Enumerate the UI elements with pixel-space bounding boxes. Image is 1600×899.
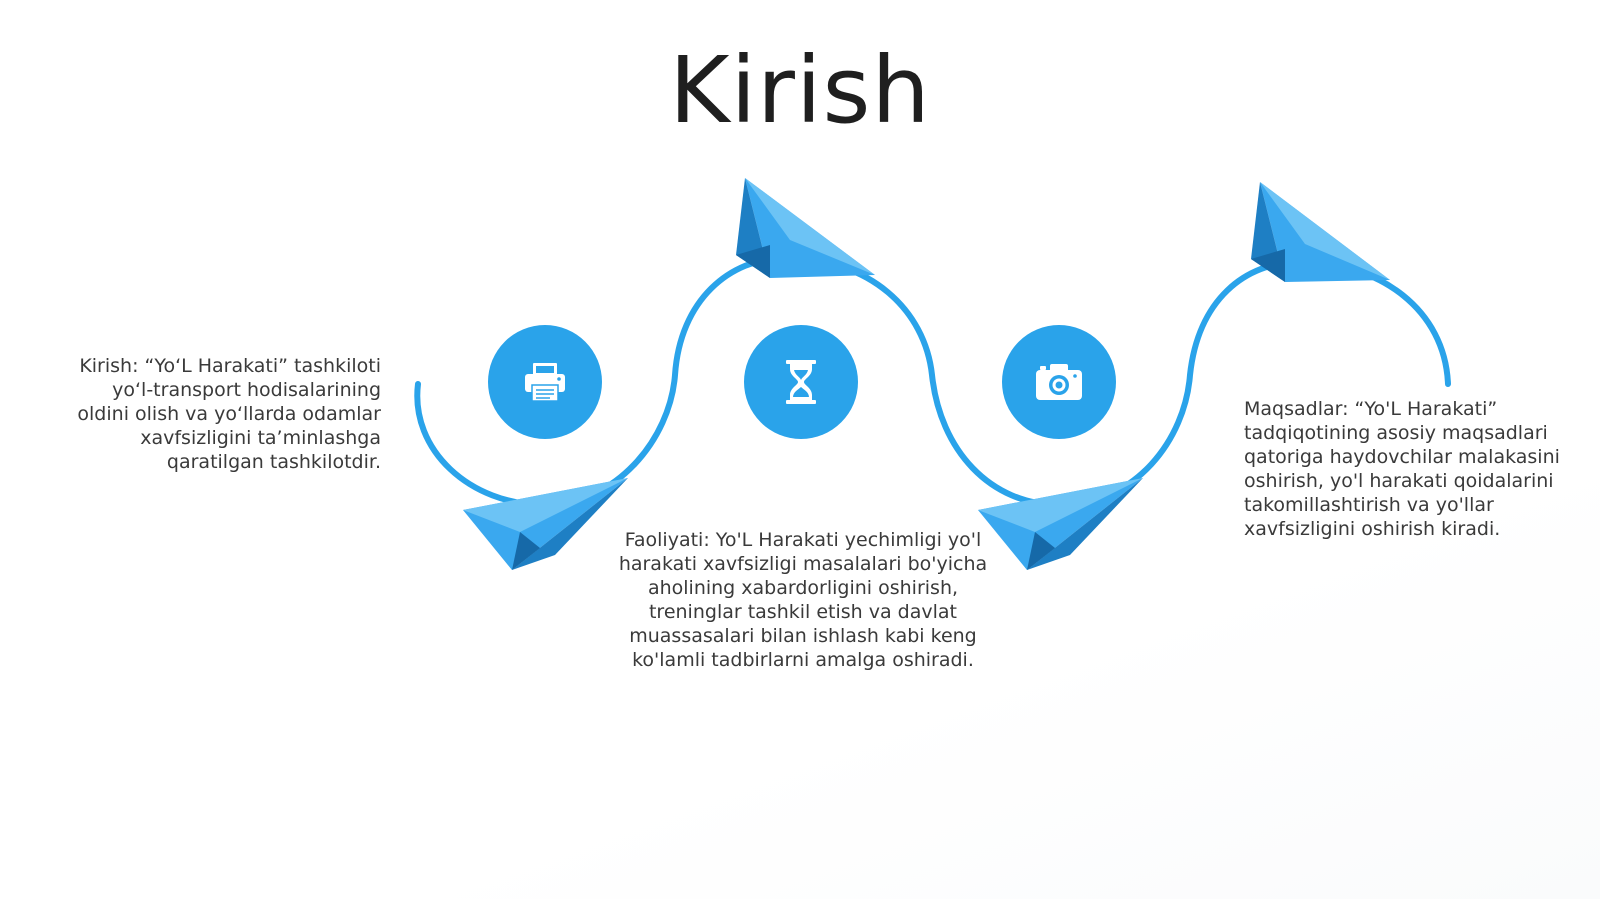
goals-text: Maqsadlar: “Yo'L Harakati” tadqiqotining… bbox=[1244, 398, 1560, 540]
camera-circle bbox=[1002, 325, 1116, 439]
paper-plane-2 bbox=[736, 178, 875, 278]
slide-title: Kirish bbox=[669, 37, 931, 144]
hourglass-icon bbox=[786, 360, 816, 404]
activity-text: Faoliyati: Yo'L Harakati yechimligi yo'l… bbox=[618, 529, 988, 671]
camera-icon bbox=[1036, 364, 1082, 400]
paper-plane-1 bbox=[463, 478, 628, 570]
hourglass-circle bbox=[744, 325, 858, 439]
paper-plane-4 bbox=[1251, 182, 1390, 282]
intro-text: Kirish: “Yo‘L Harakati” tashkiloti yo‘l-… bbox=[77, 355, 381, 473]
printer-icon bbox=[525, 363, 565, 402]
paper-plane-3 bbox=[978, 478, 1143, 570]
printer-circle bbox=[488, 325, 602, 439]
